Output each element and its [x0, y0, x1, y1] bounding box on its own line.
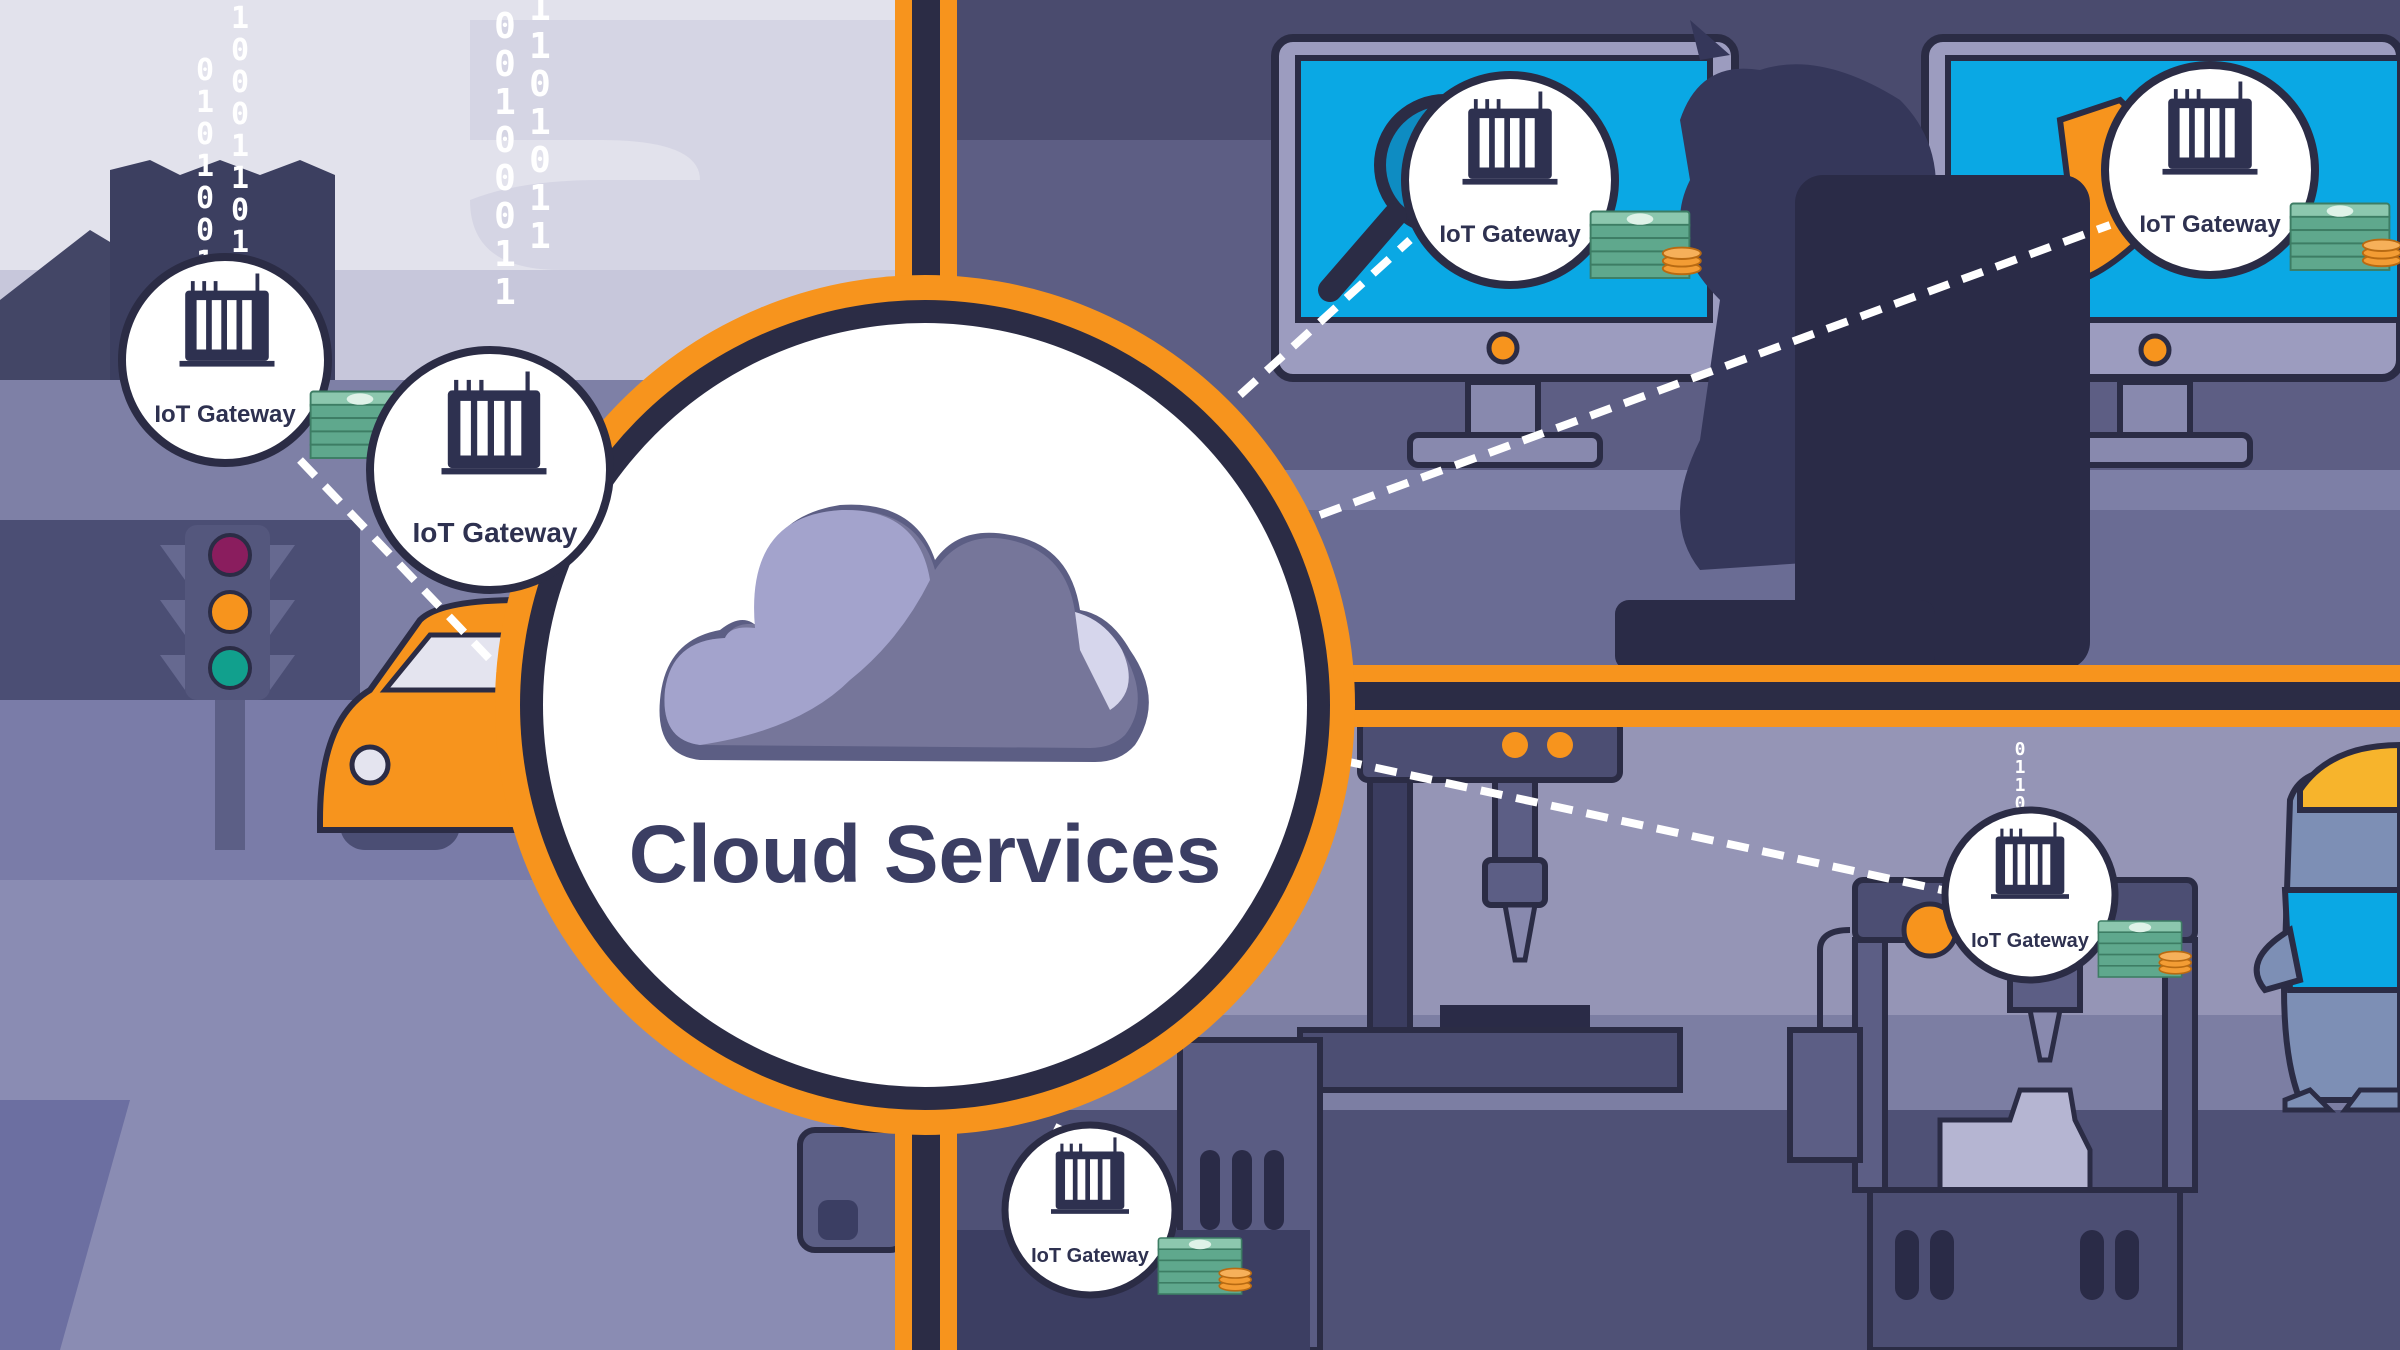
traffic-light	[160, 525, 295, 850]
money-stack-icon	[2289, 202, 2400, 271]
binary-digit: 0	[196, 53, 214, 88]
binary-digit: 1	[231, 225, 249, 260]
iot-gateway-badge-city-2: IoT Gateway	[366, 346, 614, 594]
binary-digit: 1	[231, 161, 249, 196]
binary-digit: 1	[494, 82, 516, 123]
binary-digit: 0	[494, 158, 516, 199]
binary-digit: 1	[529, 216, 551, 257]
iot-gateway-badge-office-1: IoT Gateway	[1401, 71, 1702, 289]
binary-digit: 0	[231, 33, 249, 68]
binary-digit: 0	[231, 65, 249, 100]
iot-gateway-badge-city-1: IoT Gateway	[118, 253, 422, 467]
binary-digit: 1	[2015, 757, 2026, 778]
gateway-label: IoT Gateway	[1971, 930, 2090, 952]
money-stack-icon	[1157, 1237, 1252, 1295]
binary-digit: 0	[529, 64, 551, 105]
binary-digit: 0	[494, 196, 516, 237]
binary-digit: 1	[529, 0, 551, 29]
iot-gateway-badge-office-2: IoT Gateway	[2101, 61, 2400, 279]
binary-digit: 1	[529, 178, 551, 219]
binary-digit: 0	[196, 181, 214, 216]
binary-digit: 1	[196, 85, 214, 120]
gateway-label: IoT Gateway	[2139, 211, 2281, 238]
binary-digit: 1	[529, 26, 551, 67]
binary-digit: 0	[2015, 739, 2026, 760]
binary-digit: 0	[2015, 793, 2026, 814]
3d-printer	[1787, 877, 2198, 1350]
cloud-services-hub: Cloud Services	[495, 275, 1355, 1135]
gateway-label: IoT Gateway	[1031, 1245, 1150, 1267]
binary-digit: 1	[529, 102, 551, 143]
binary-digit: 1	[494, 272, 516, 313]
drill-machine	[1297, 717, 1683, 1093]
iot-gateway-badge-factory-2: IoT Gateway	[1001, 1121, 1252, 1299]
money-stack-icon	[1589, 210, 1702, 279]
hub-title: Cloud Services	[629, 809, 1221, 900]
binary-digit: 1	[231, 1, 249, 36]
binary-digit: 0	[494, 44, 516, 85]
binary-digit: 0	[494, 120, 516, 161]
binary-digit: 1	[231, 129, 249, 164]
binary-digit: 0	[494, 6, 516, 47]
iot-gateway-badge-factory: IoT Gateway	[1941, 806, 2192, 984]
blue-car	[797, 1127, 908, 1253]
binary-digit: 0	[231, 97, 249, 132]
binary-digit: 0	[231, 193, 249, 228]
binary-digit: 1	[196, 149, 214, 184]
factory-worker	[2253, 741, 2400, 1113]
binary-digit: 0	[196, 117, 214, 152]
binary-digit: 0	[529, 140, 551, 181]
binary-digit: 1	[494, 234, 516, 275]
gateway-label: IoT Gateway	[413, 517, 578, 548]
cloud-icon	[659, 504, 1149, 762]
binary-digit: 1	[2015, 775, 2026, 796]
gateway-label: IoT Gateway	[154, 401, 296, 428]
binary-digit: 0	[196, 213, 214, 248]
office-worker-silhouette	[1615, 20, 2090, 670]
money-stack-icon	[2097, 920, 2192, 978]
gateway-label: IoT Gateway	[1439, 221, 1581, 248]
